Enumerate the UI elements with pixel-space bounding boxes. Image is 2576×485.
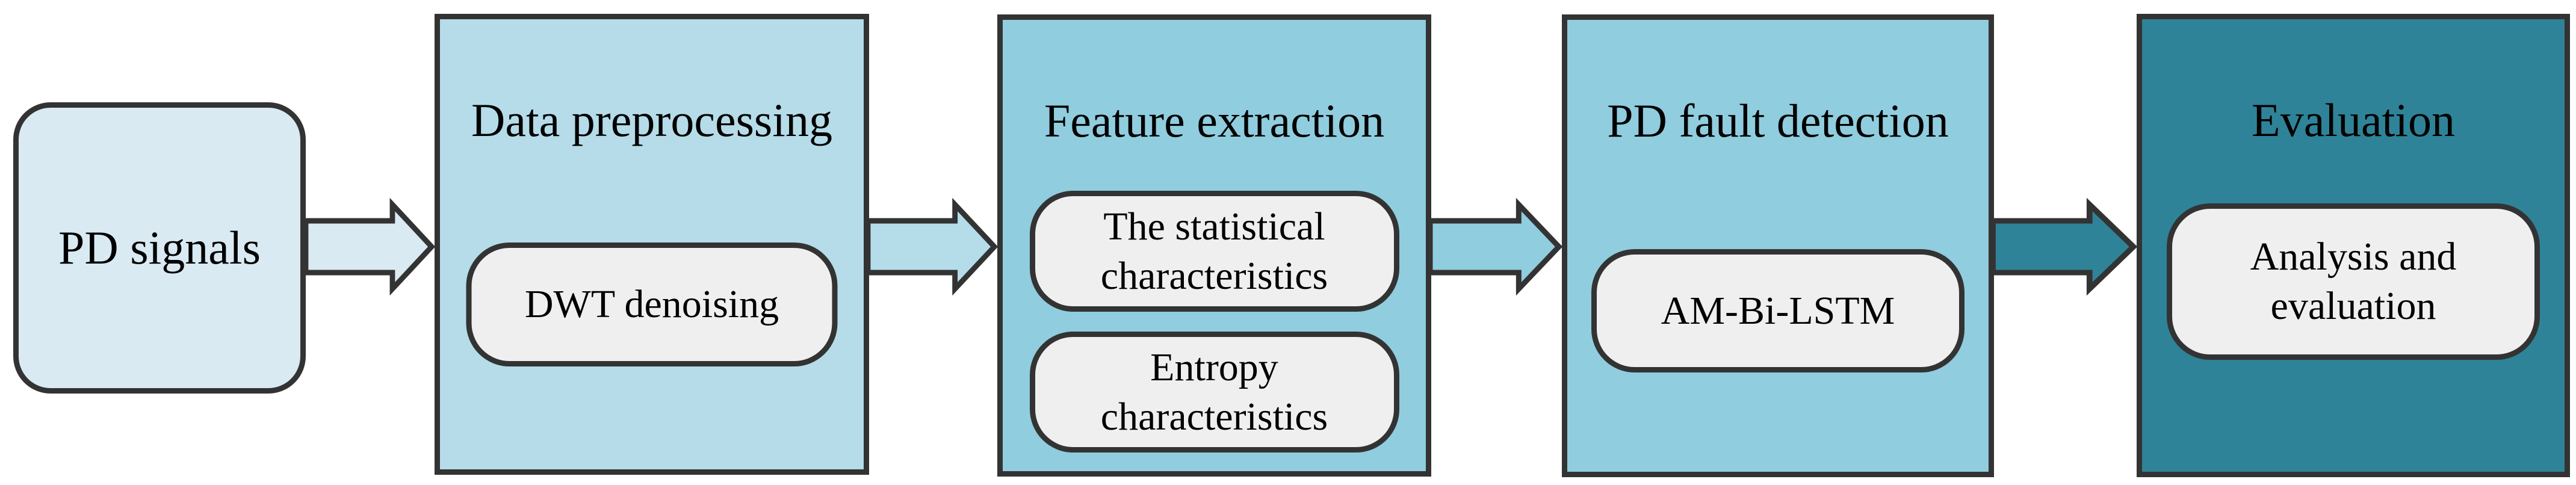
stage-title-data-preprocessing: Data preprocessing <box>471 94 832 146</box>
stage-feature-extraction: Feature extraction The statistical chara… <box>997 14 1431 477</box>
subprocess-label-statistical-characteristics: The statistical characteristics <box>1100 204 1328 298</box>
stage-data-preprocessing: Data preprocessing DWT denoising <box>435 14 869 475</box>
subprocess-dwt-denoising: DWT denoising <box>466 242 838 366</box>
stage-evaluation: Evaluation Analysis and evaluation <box>2137 14 2570 477</box>
stage-title-feature-extraction: Feature extraction <box>1044 94 1385 147</box>
flow-arrow-right-icon-2 <box>865 197 999 296</box>
subprocess-label-entropy-characteristics: Entropy characteristics <box>1100 345 1328 439</box>
stage-pd-fault-detection: PD fault detection AM-Bi-LSTM <box>1562 14 1994 477</box>
flow-arrow-right-icon-1 <box>303 197 436 296</box>
flow-arrow-right-icon-3 <box>1427 197 1563 296</box>
pd-signals-label: PD signals <box>58 221 261 274</box>
subprocess-analysis-and-evaluation: Analysis and evaluation <box>2167 203 2540 360</box>
subprocess-label-dwt-denoising: DWT denoising <box>524 282 779 326</box>
subprocess-statistical-characteristics: The statistical characteristics <box>1029 191 1399 312</box>
stage-title-pd-fault-detection: PD fault detection <box>1607 94 1949 147</box>
stage-title-evaluation: Evaluation <box>2252 94 2455 146</box>
subprocess-entropy-characteristics: Entropy characteristics <box>1029 332 1399 453</box>
subprocess-label-analysis-and-evaluation: Analysis and evaluation <box>2250 235 2457 328</box>
flow-arrow-right-icon-4 <box>1990 197 2138 296</box>
subprocess-am-bi-lstm: AM-Bi-LSTM <box>1591 249 1965 372</box>
stage-pd-signals: PD signals <box>13 102 306 394</box>
subprocess-label-am-bi-lstm: AM-Bi-LSTM <box>1661 288 1895 333</box>
